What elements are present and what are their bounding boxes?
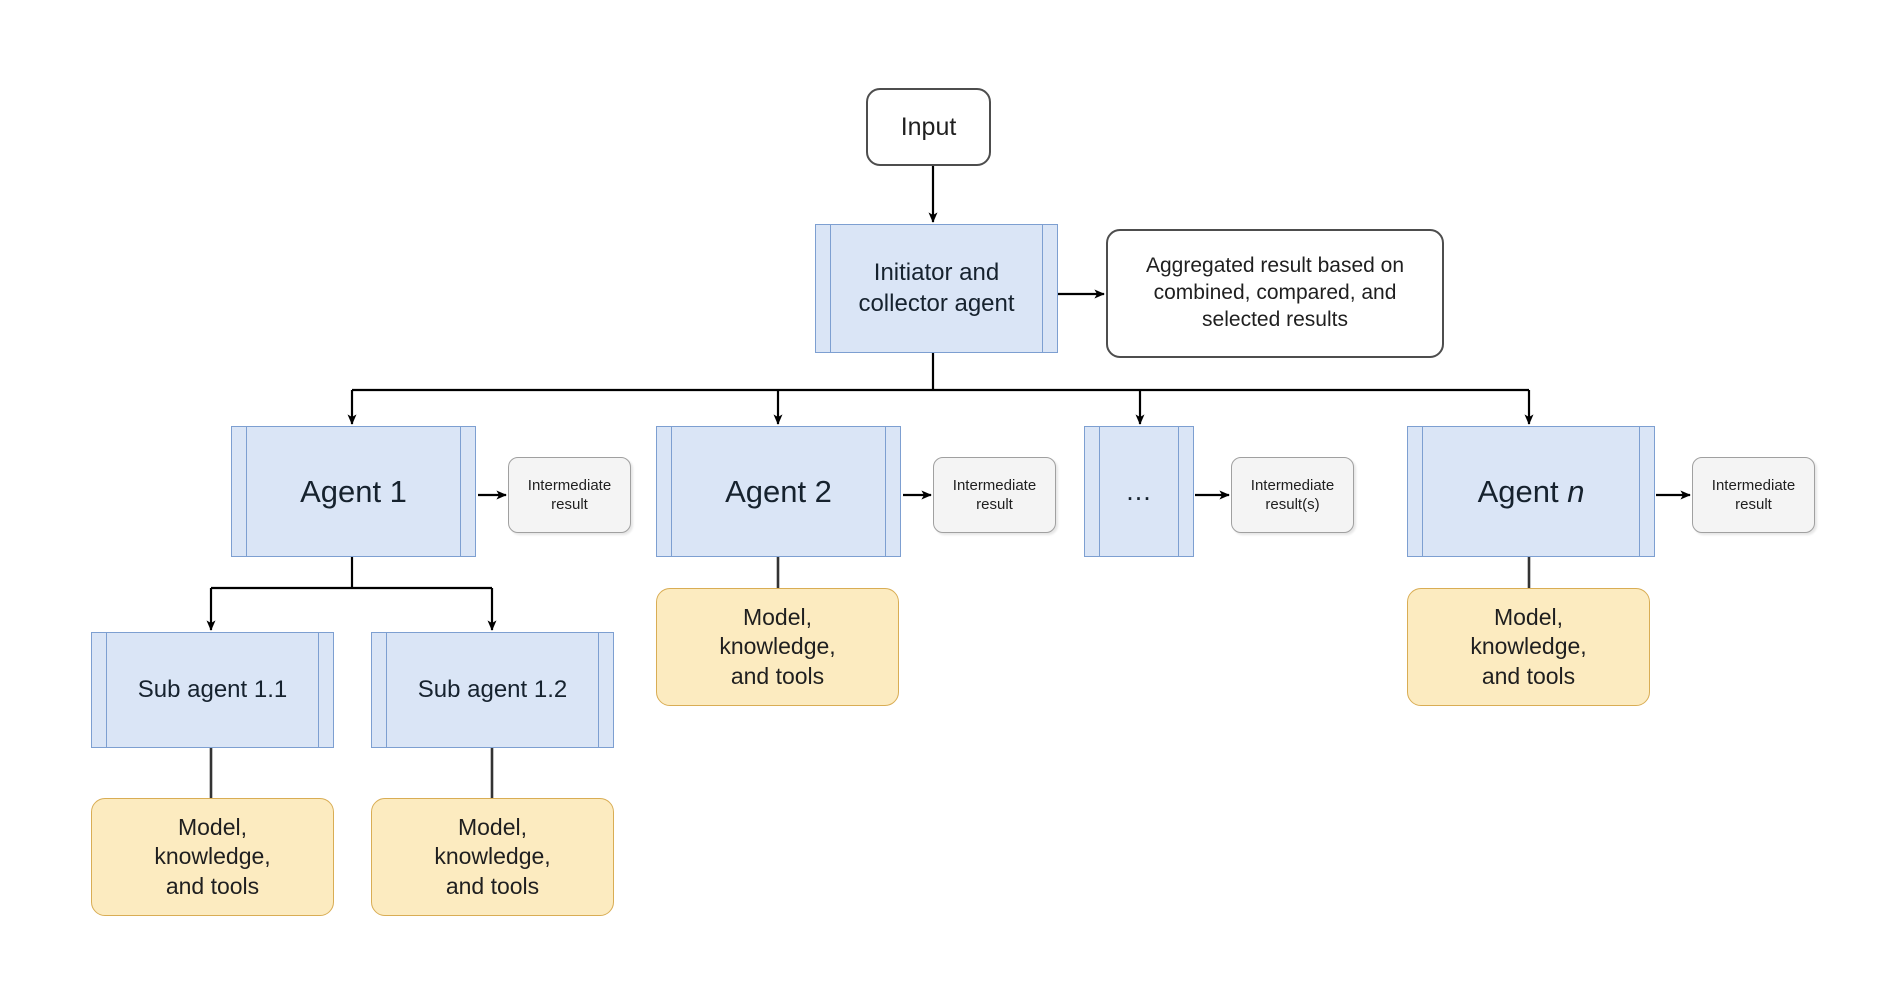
resources-sub-agent-1-2-node[interactable]: Model, knowledge, and tools: [371, 798, 614, 916]
agent-2-intermediate-result-label: Intermediate result: [952, 476, 1037, 513]
resources-agent-n-label: Model, knowledge, and tools: [1470, 603, 1587, 689]
agent-n-node[interactable]: Agent n: [1407, 426, 1655, 557]
sub-agent-1-2-node[interactable]: Sub agent 1.2: [371, 632, 614, 748]
aggregated-result-label: Aggregated result based on combined, com…: [1145, 254, 1405, 331]
agent-n-label-italic: n: [1567, 473, 1585, 509]
initiator-collector-agent-node[interactable]: Initiator and collector agent: [815, 224, 1058, 353]
agent-n-intermediate-result-node[interactable]: Intermediate result: [1692, 457, 1815, 533]
agent-2-node[interactable]: Agent 2: [656, 426, 901, 557]
agent-1-node[interactable]: Agent 1: [231, 426, 476, 557]
resources-sub-agent-1-1-node[interactable]: Model, knowledge, and tools: [91, 798, 334, 916]
input-node[interactable]: Input: [866, 88, 991, 166]
agent-ellipsis-intermediate-result-node[interactable]: Intermediate result(s): [1231, 457, 1354, 533]
agent-2-label: Agent 2: [725, 473, 832, 509]
agent-ellipsis-node[interactable]: ...: [1084, 426, 1194, 557]
resources-sub-agent-1-1-label: Model, knowledge, and tools: [154, 813, 271, 899]
resources-agent-n-node[interactable]: Model, knowledge, and tools: [1407, 588, 1650, 706]
agent-ellipsis-intermediate-result-label: Intermediate result(s): [1250, 476, 1335, 513]
sub-agent-1-2-label: Sub agent 1.2: [417, 675, 568, 703]
agent-n-label: Agent n: [1478, 472, 1585, 512]
agent-n-label-text: Agent: [1477, 473, 1568, 509]
agent-1-intermediate-result-label: Intermediate result: [527, 476, 612, 513]
sub-agent-1-1-node[interactable]: Sub agent 1.1: [91, 632, 334, 748]
initiator-collector-agent-label: Initiator and collector agent: [858, 258, 1015, 317]
input-label: Input: [900, 113, 957, 141]
agent-1-intermediate-result-node[interactable]: Intermediate result: [508, 457, 631, 533]
agent-2-intermediate-result-node[interactable]: Intermediate result: [933, 457, 1056, 533]
resources-agent-2-node[interactable]: Model, knowledge, and tools: [656, 588, 899, 706]
aggregated-result-node[interactable]: Aggregated result based on combined, com…: [1106, 229, 1444, 358]
resources-agent-2-label: Model, knowledge, and tools: [719, 603, 836, 689]
sub-agent-1-1-label: Sub agent 1.1: [137, 675, 288, 703]
agent-1-label: Agent 1: [300, 473, 407, 509]
resources-sub-agent-1-2-label: Model, knowledge, and tools: [434, 813, 551, 899]
agent-ellipsis-label: ...: [1126, 476, 1152, 507]
agent-n-intermediate-result-label: Intermediate result: [1711, 476, 1796, 513]
